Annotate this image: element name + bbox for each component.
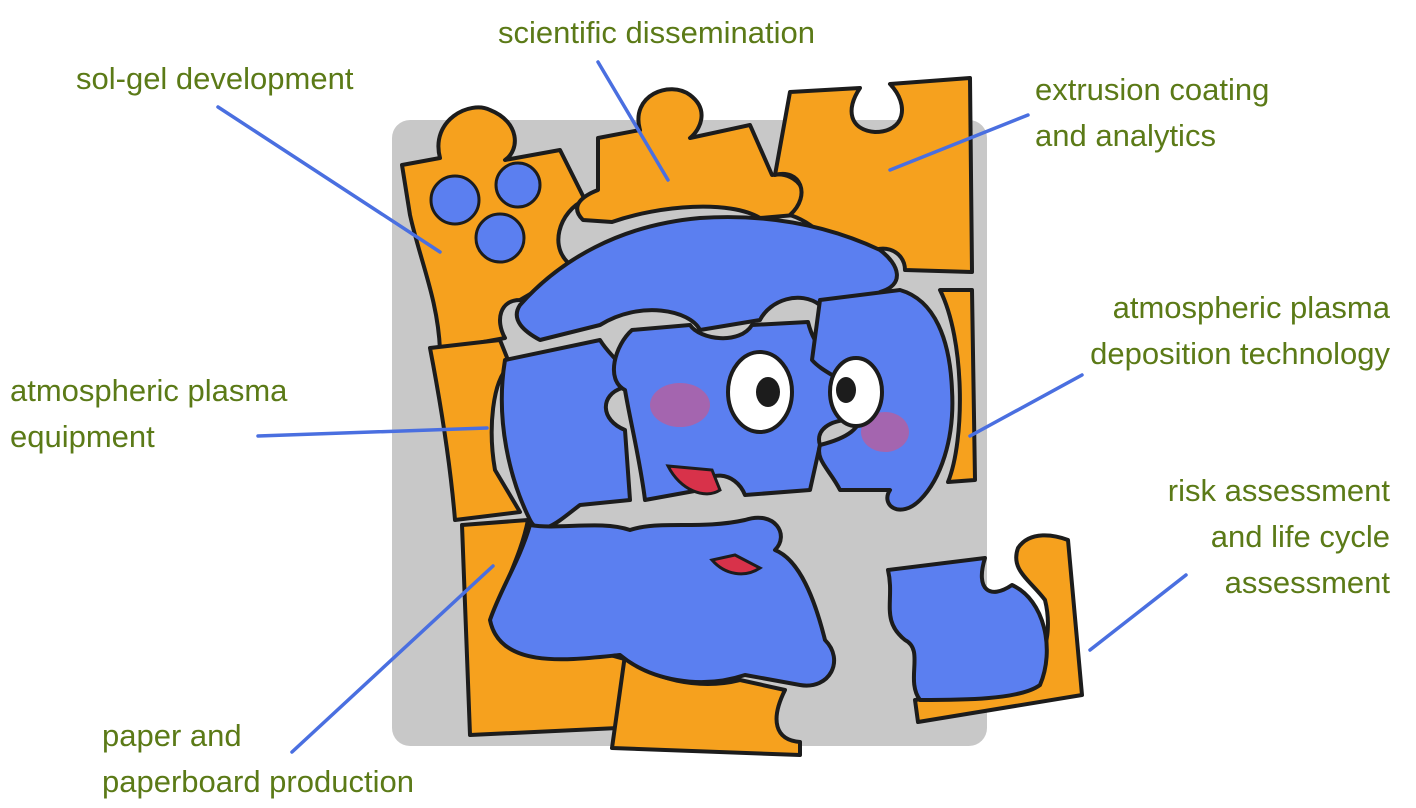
puzzle-piece-bottom-blue (488, 515, 837, 688)
label-line: extrusion coating (1035, 72, 1270, 107)
puzzle-piece-plasma-deposition (938, 288, 977, 484)
label-line: paper and (102, 718, 242, 753)
mouth-piece (709, 553, 763, 576)
label-line: atmospheric plasma (1112, 290, 1390, 325)
leader-line-risk (1088, 573, 1188, 652)
right-cheek (861, 412, 909, 452)
label-scientific-dissemination: scientific dissemination (498, 10, 815, 56)
sol-gel-dot-2 (494, 161, 542, 209)
puzzle-piece-top-blue (514, 215, 899, 342)
leader-line-plasma-equipment (256, 426, 489, 438)
label-plasma-equipment: atmospheric plasma equipment (10, 368, 287, 460)
label-line: sol-gel development (76, 61, 354, 96)
leader-line-sol-gel (216, 105, 442, 254)
puzzle-piece-risk-blue (886, 556, 1049, 702)
right-pupil (836, 377, 856, 403)
label-line: assessment (1224, 565, 1390, 600)
sol-gel-dot-3 (474, 212, 526, 264)
leader-line-plasma-deposition (968, 373, 1084, 438)
leader-line-scientific (596, 60, 670, 182)
mouth (665, 464, 722, 496)
right-eye (828, 356, 884, 428)
label-line: and analytics (1035, 118, 1216, 153)
label-line: and life cycle (1210, 519, 1390, 554)
label-sol-gel-development: sol-gel development (76, 56, 353, 102)
label-line: equipment (10, 419, 155, 454)
label-plasma-deposition: atmospheric plasma deposition technology (1090, 285, 1390, 377)
label-risk-assessment: risk assessment and life cycle assessmen… (1168, 468, 1390, 606)
label-line: risk assessment (1167, 473, 1390, 508)
sol-gel-dot-1 (429, 174, 481, 226)
left-cheek (650, 383, 710, 427)
leader-line-extrusion (888, 113, 1030, 172)
label-line: scientific dissemination (498, 15, 816, 50)
leader-line-paper (290, 564, 495, 754)
left-pupil (756, 377, 780, 407)
label-line: atmospheric plasma (10, 373, 288, 408)
label-line: paperboard production (102, 764, 414, 799)
label-line: deposition technology (1090, 336, 1390, 371)
label-paper-production: paper and paperboard production (102, 713, 414, 805)
puzzle-piece-left-blue (499, 338, 632, 531)
label-extrusion-coating: extrusion coating and analytics (1035, 67, 1269, 159)
